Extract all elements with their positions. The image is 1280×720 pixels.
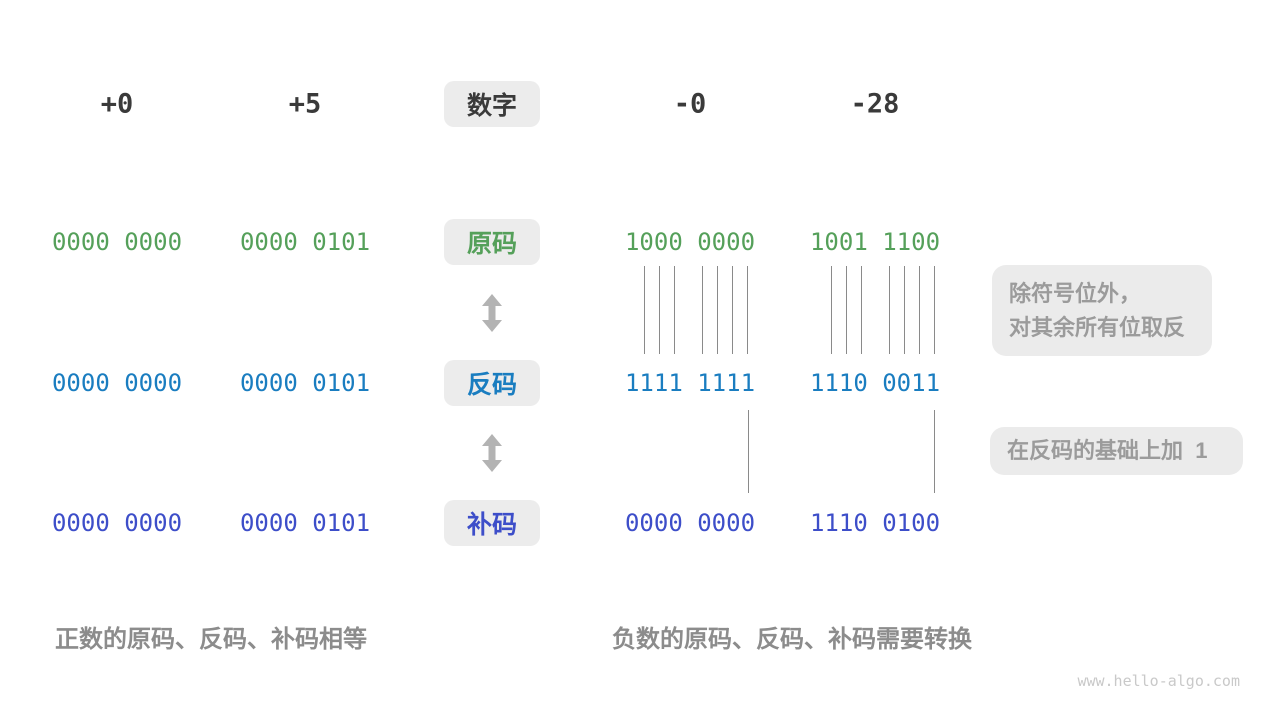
invert-bit-line bbox=[644, 266, 645, 354]
invert-bit-line bbox=[702, 266, 703, 354]
sign-magnitude-pos-zero: 0000 0000 bbox=[51, 228, 183, 256]
invert-annotation-line2: 对其余所有位取反 bbox=[1009, 314, 1186, 340]
invert-bit-line bbox=[919, 266, 920, 354]
number-badge: 数字 bbox=[444, 81, 540, 127]
add-one-line bbox=[934, 410, 935, 493]
decimal-value-pos-zero: +0 bbox=[100, 88, 134, 120]
sign-magnitude-neg-28: 1001 1100 bbox=[809, 228, 941, 256]
ones-complement-neg-28: 1110 0011 bbox=[809, 369, 941, 397]
twos-complement-neg-28: 1110 0100 bbox=[809, 509, 941, 537]
negative-numbers-caption: 负数的原码、反码、补码需要转换 bbox=[612, 626, 972, 653]
invert-bit-line bbox=[747, 266, 748, 354]
invert-annotation: 除符号位外， 对其余所有位取反 bbox=[992, 265, 1212, 356]
invert-bit-line bbox=[717, 266, 718, 354]
sign-magnitude-badge-label: 原码 bbox=[466, 230, 517, 258]
invert-bit-line bbox=[846, 266, 847, 354]
invert-bit-line bbox=[934, 266, 935, 354]
decimal-value-neg-28: -28 bbox=[850, 88, 900, 120]
invert-bit-line bbox=[861, 266, 862, 354]
add-one-annotation-line1: 在反码的基础上加 1 bbox=[1007, 438, 1208, 463]
ones-complement-badge: 反码 bbox=[444, 360, 540, 406]
twos-complement-badge: 补码 bbox=[444, 500, 540, 546]
sign-magnitude-badge: 原码 bbox=[444, 219, 540, 265]
add-one-line bbox=[748, 410, 749, 493]
invert-bit-line bbox=[904, 266, 905, 354]
invert-bit-line bbox=[659, 266, 660, 354]
number-badge-label: 数字 bbox=[466, 92, 517, 120]
ones-complement-pos-five: 0000 0101 bbox=[239, 369, 371, 397]
twos-complement-badge-label: 补码 bbox=[466, 511, 517, 539]
ones-complement-badge-label: 反码 bbox=[466, 371, 517, 399]
sign-magnitude-neg-zero: 1000 0000 bbox=[624, 228, 756, 256]
decimal-value-neg-zero: -0 bbox=[673, 88, 707, 120]
invert-bit-line bbox=[889, 266, 890, 354]
twos-complement-pos-zero: 0000 0000 bbox=[51, 509, 183, 537]
positive-numbers-caption: 正数的原码、反码、补码相等 bbox=[55, 626, 367, 653]
swap-arrow-icon-top bbox=[482, 294, 502, 332]
decimal-value-pos-five: +5 bbox=[288, 88, 322, 120]
invert-annotation-line1: 除符号位外， bbox=[1009, 280, 1142, 306]
add-one-annotation: 在反码的基础上加 1 bbox=[990, 427, 1243, 475]
invert-bit-line bbox=[732, 266, 733, 354]
twos-complement-pos-five: 0000 0101 bbox=[239, 509, 371, 537]
ones-complement-pos-zero: 0000 0000 bbox=[51, 369, 183, 397]
watermark: www.hello-algo.com bbox=[1077, 672, 1240, 690]
swap-arrow-icon-bottom bbox=[482, 434, 502, 472]
ones-complement-neg-zero: 1111 1111 bbox=[624, 369, 756, 397]
sign-magnitude-pos-five: 0000 0101 bbox=[239, 228, 371, 256]
twos-complement-neg-zero: 0000 0000 bbox=[624, 509, 756, 537]
invert-bit-line bbox=[831, 266, 832, 354]
invert-bit-line bbox=[674, 266, 675, 354]
